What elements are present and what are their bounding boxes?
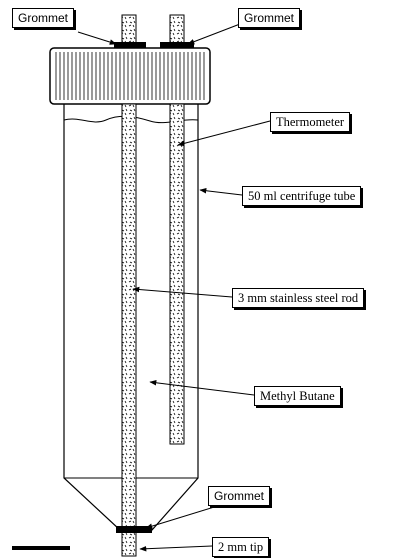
- label-grommet-bottom: Grommet: [208, 486, 271, 506]
- leader-tip: [139, 545, 213, 552]
- label-grommet-top-right: Grommet: [238, 8, 301, 28]
- label-grommet-top-left: Grommet: [12, 8, 75, 28]
- cap-ridges: [55, 52, 205, 100]
- leader-grommet-top-right: [187, 23, 241, 45]
- leader-steel-rod: [132, 286, 233, 298]
- label-thermometer: Thermometer: [270, 112, 351, 132]
- label-steel-rod: 3 mm stainless steel rod: [232, 288, 365, 308]
- leader-grommet-bottom: [145, 503, 225, 529]
- leader-methyl-butane: [149, 380, 255, 396]
- leader-thermometer: [177, 120, 271, 147]
- label-tip: 2 mm tip: [212, 537, 270, 557]
- thermometer: [169, 103, 185, 445]
- grommet-top-left: [114, 42, 146, 48]
- leader-centrifuge-tube: [199, 187, 243, 196]
- leader-grommet-top-left: [77, 31, 117, 45]
- steel-rod: [121, 103, 137, 557]
- grommet-top-right: [160, 42, 194, 48]
- label-methyl-butane: Methyl Butane: [254, 386, 341, 406]
- scale-bar: [12, 546, 70, 550]
- label-centrifuge-tube: 50 ml centrifuge tube: [242, 186, 362, 206]
- grommet-bottom: [116, 526, 152, 533]
- tube-cap: [49, 47, 211, 105]
